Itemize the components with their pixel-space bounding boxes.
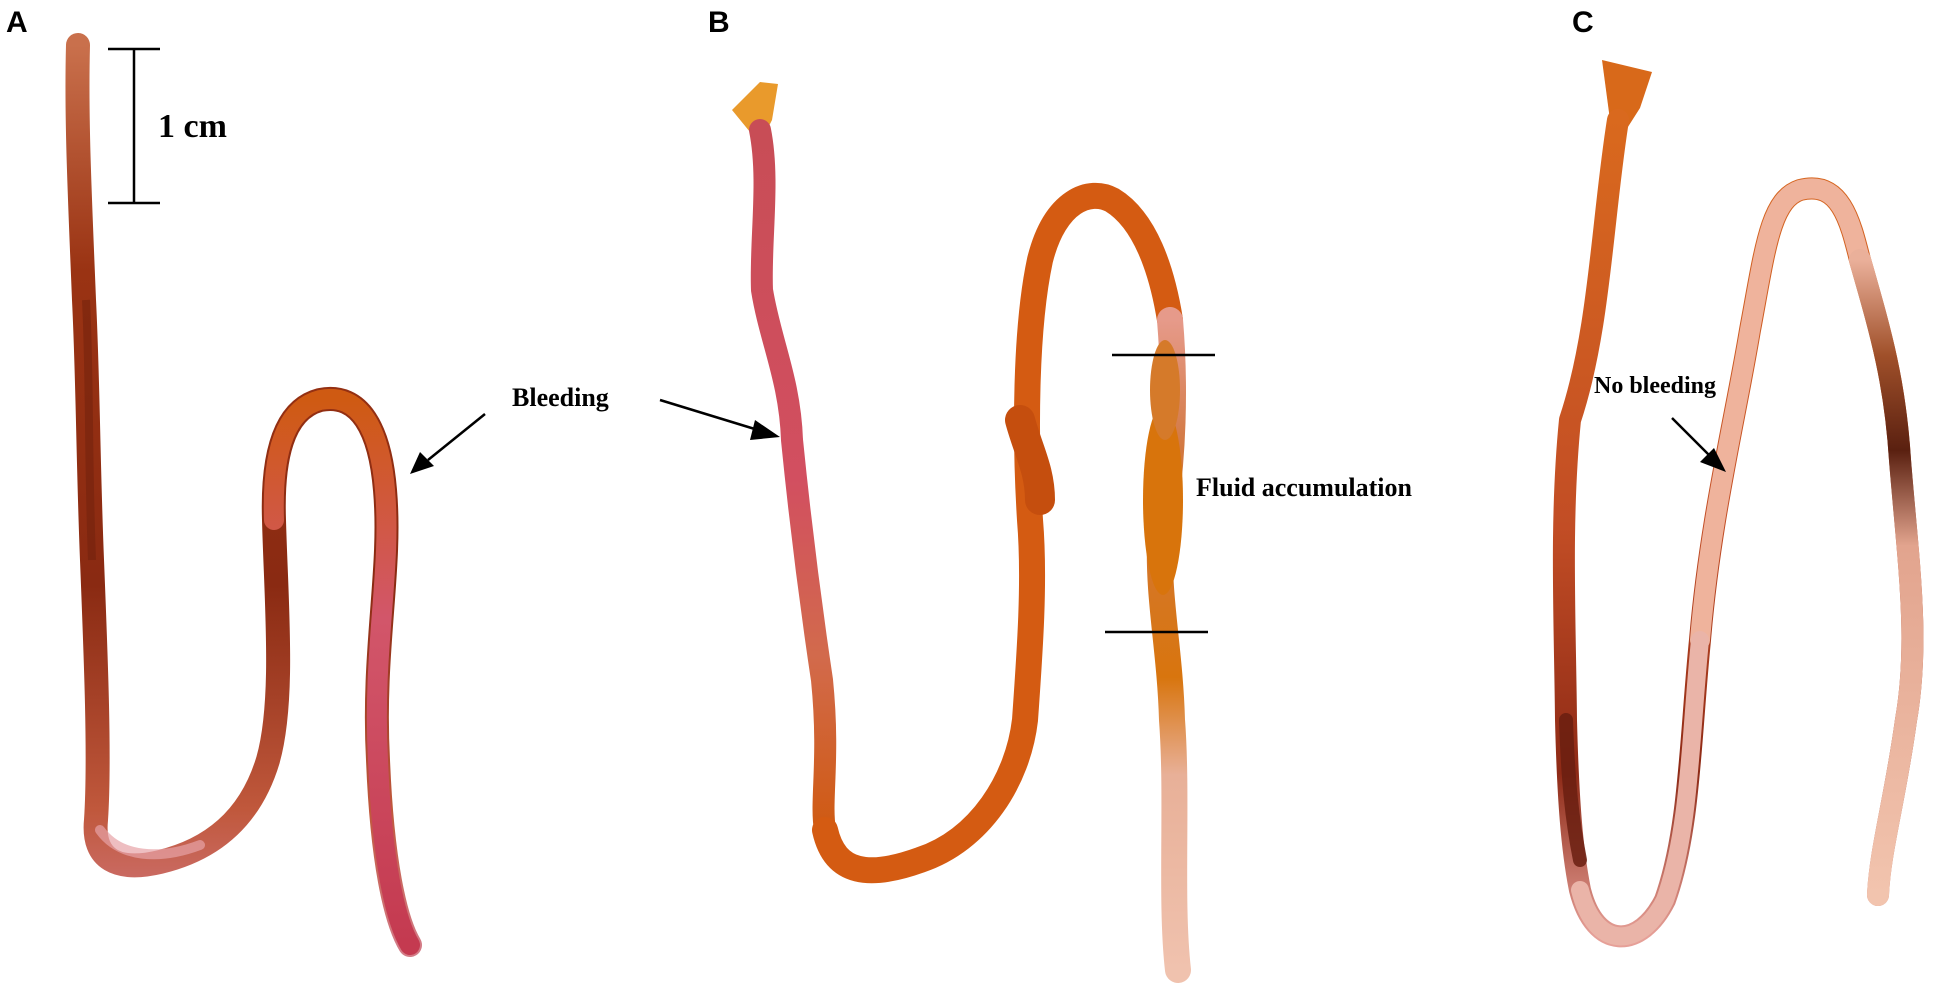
bleeding-arrow-a <box>410 413 486 474</box>
intestine-sample-a <box>65 33 422 957</box>
panel-label-c: C <box>1572 6 1594 39</box>
intestine-sample-b <box>732 82 1191 983</box>
intestine-sample-c <box>1552 60 1924 948</box>
scale-bar <box>108 47 160 205</box>
fluid-accumulation-label: Fluid accumulation <box>1196 473 1413 502</box>
panel-label-b: B <box>708 6 730 39</box>
scale-bar-label: 1 cm <box>158 108 227 145</box>
bleeding-label: Bleeding <box>512 383 609 412</box>
bleeding-arrow-b <box>659 398 780 440</box>
no-bleeding-label: No bleeding <box>1594 373 1716 399</box>
no-bleeding-arrow <box>1671 417 1726 472</box>
panel-label-a: A <box>6 6 28 39</box>
